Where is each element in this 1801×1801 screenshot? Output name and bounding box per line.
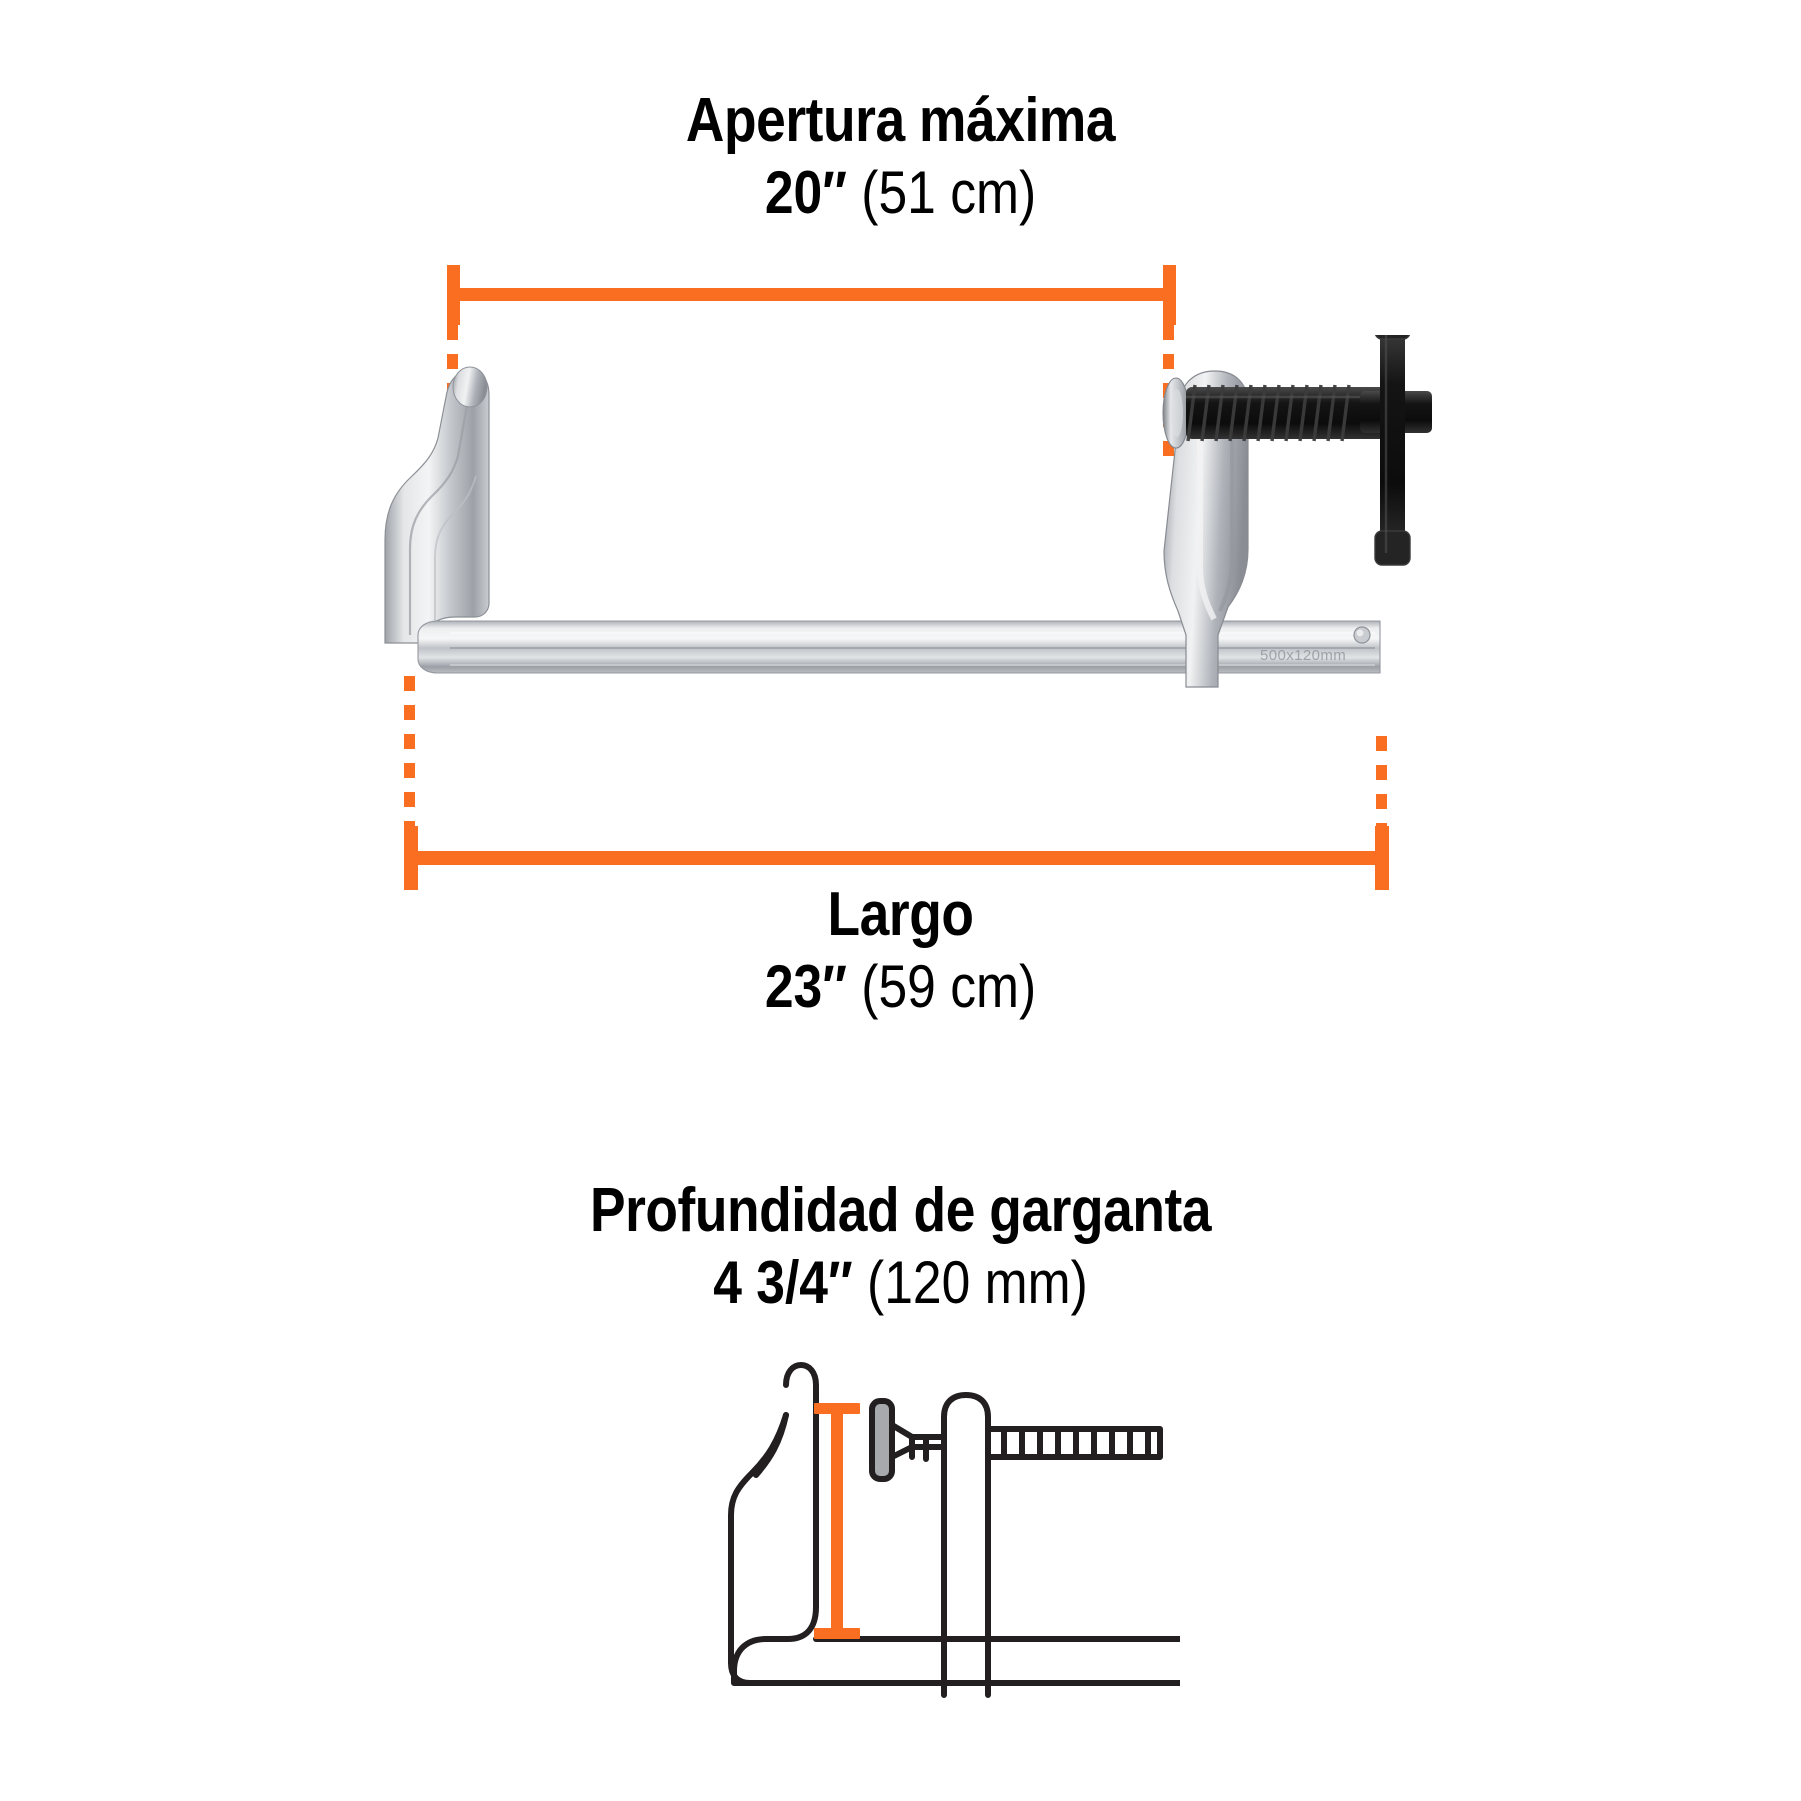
caption-apertura-value-imperial: 20″: [764, 158, 847, 226]
dimension-line-largo: [404, 851, 1389, 865]
schematic-swivel-pad: [869, 1398, 895, 1482]
dimension-tick-largo-right: [1375, 826, 1389, 890]
swivel-pad: [1162, 377, 1190, 449]
caption-largo-value-imperial: 23″: [764, 952, 847, 1020]
caption-garganta-value: 4 3/4″ (120 mm): [126, 1248, 1675, 1316]
leader-line-largo-right: [1376, 736, 1387, 828]
threaded-screw: [1186, 384, 1392, 442]
fixed-jaw: [384, 366, 490, 644]
dimension-tick-apertura-right: [1163, 265, 1176, 325]
caption-garganta-value-imperial: 4 3/4″: [713, 1248, 853, 1316]
sliding-jaw: [1163, 370, 1249, 688]
dimension-arrow-throat-depth: [814, 1403, 860, 1639]
caption-largo-label: Largo: [827, 880, 974, 949]
caption-apertura-maxima: Apertura máxima 20″ (51 cm): [0, 86, 1801, 226]
bar-marking-text: 500x120mm: [1260, 647, 1346, 664]
schematic-fixed-jaw: [731, 1362, 1003, 1686]
guide-bar: 500x120mm: [417, 620, 1381, 674]
t-handle: [1360, 335, 1432, 566]
caption-largo: Largo 23″ (59 cm): [0, 880, 1801, 1020]
caption-apertura-label: Apertura máxima: [685, 86, 1116, 155]
caption-largo-value-metric: (59 cm): [861, 952, 1037, 1020]
caption-largo-value: 23″ (59 cm): [126, 952, 1675, 1020]
product-photo-f-clamp: 500x120mm: [380, 335, 1460, 725]
caption-apertura-value-metric: (51 cm): [861, 158, 1037, 226]
schematic-throat-depth: [700, 1345, 1180, 1765]
schematic-sliding-jaw: [941, 1392, 991, 1698]
caption-garganta-value-metric: (120 mm): [867, 1248, 1088, 1316]
caption-apertura-value: 20″ (51 cm): [126, 158, 1675, 226]
caption-profundidad-garganta: Profundidad de garganta 4 3/4″ (120 mm): [0, 1176, 1801, 1316]
caption-garganta-label: Profundidad de garganta: [589, 1176, 1212, 1245]
leader-line-largo-left: [404, 676, 415, 828]
dimension-line-apertura: [447, 288, 1176, 301]
dimension-tick-largo-left: [404, 826, 418, 890]
dimension-tick-apertura-left: [447, 265, 460, 325]
